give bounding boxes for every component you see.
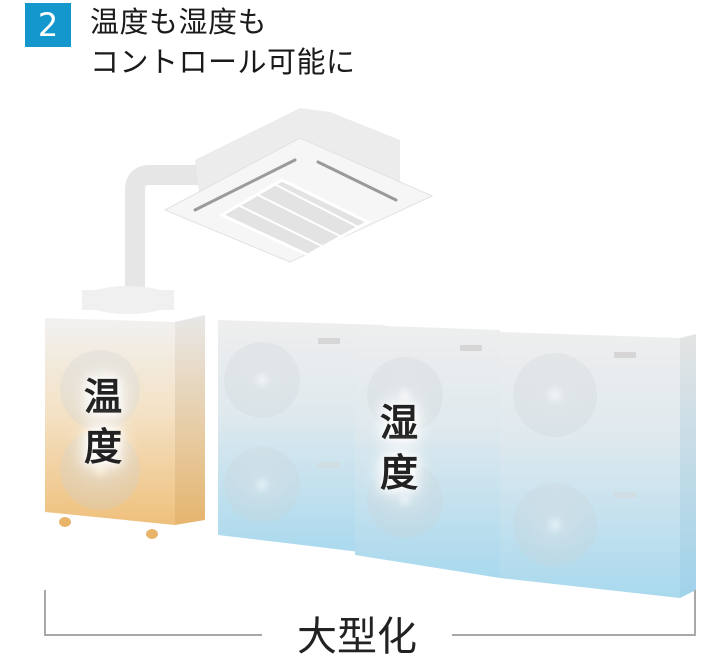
humidity-label: 湿 度 xyxy=(379,401,418,495)
heading: 温度も湿度も コントロール可能に xyxy=(90,2,356,82)
heading-line-2: コントロール可能に xyxy=(90,45,356,79)
size-label: 大型化 xyxy=(262,612,452,662)
ceiling-cassette-unit xyxy=(163,108,434,263)
pipe xyxy=(125,165,200,290)
heading-line-1: 温度も湿度も xyxy=(90,5,268,39)
step-number-badge: 2 xyxy=(25,3,71,47)
temperature-label: 温 度 xyxy=(83,375,122,469)
humidity-units xyxy=(218,320,696,598)
temperature-unit xyxy=(45,286,205,539)
